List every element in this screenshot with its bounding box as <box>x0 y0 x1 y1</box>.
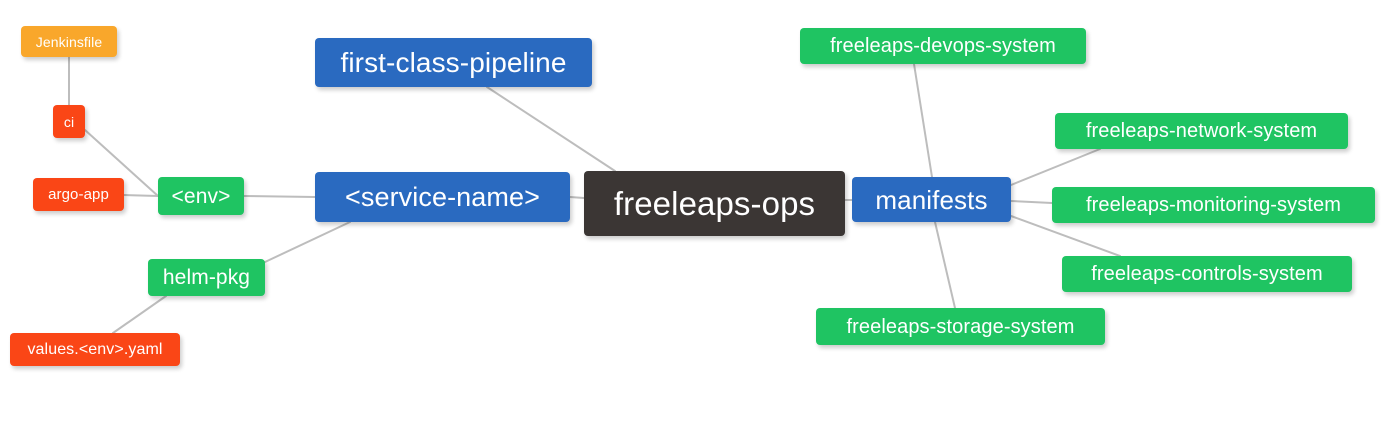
node-jenkinsfile[interactable]: Jenkinsfile <box>21 26 117 57</box>
node-service-name[interactable]: <service-name> <box>315 172 570 222</box>
node-label-jenkinsfile: Jenkinsfile <box>35 33 103 50</box>
node-label-first-class-pipeline: first-class-pipeline <box>340 46 567 78</box>
edge-helm-pkg-service-name <box>264 221 351 263</box>
edge-env-service-name <box>243 195 316 198</box>
node-argo-app[interactable]: argo-app <box>33 178 124 211</box>
node-env[interactable]: <env> <box>158 177 244 215</box>
node-label-freeleaps-ops: freeleaps-ops <box>613 185 816 222</box>
node-freeleaps-monitoring-system[interactable]: freeleaps-monitoring-system <box>1052 187 1375 223</box>
edge-service-name-ops <box>569 196 585 199</box>
node-label-freeleaps-controls-system: freeleaps-controls-system <box>1091 263 1323 285</box>
node-manifests[interactable]: manifests <box>852 177 1011 222</box>
node-label-env: <env> <box>171 184 231 208</box>
edge-argo-app-env <box>123 194 159 197</box>
node-label-freeleaps-storage-system: freeleaps-storage-system <box>846 315 1075 338</box>
node-label-argo-app: argo-app <box>48 186 109 203</box>
node-label-freeleaps-monitoring-system: freeleaps-monitoring-system <box>1085 194 1341 216</box>
node-label-service-name: <service-name> <box>345 181 540 212</box>
edge-first-class-pipeline-ops <box>486 86 616 172</box>
node-label-ci: ci <box>63 113 75 130</box>
node-freeleaps-devops-system[interactable]: freeleaps-devops-system <box>800 28 1086 64</box>
node-label-freeleaps-network-system: freeleaps-network-system <box>1085 120 1318 142</box>
node-freeleaps-ops[interactable]: freeleaps-ops <box>584 171 845 236</box>
edge-manifests-monitoring <box>1010 200 1053 204</box>
edge-manifests-network <box>1010 148 1101 186</box>
node-label-freeleaps-devops-system: freeleaps-devops-system <box>830 35 1056 57</box>
edge-values-helm-pkg <box>112 295 167 334</box>
node-first-class-pipeline[interactable]: first-class-pipeline <box>315 38 592 87</box>
edge-manifests-storage <box>934 221 956 309</box>
node-freeleaps-controls-system[interactable]: freeleaps-controls-system <box>1062 256 1352 292</box>
edge-manifests-devops <box>913 63 933 178</box>
node-label-helm-pkg: helm-pkg <box>162 266 251 289</box>
node-values-yaml[interactable]: values.<env>.yaml <box>10 333 180 366</box>
node-freeleaps-storage-system[interactable]: freeleaps-storage-system <box>816 308 1105 345</box>
node-helm-pkg[interactable]: helm-pkg <box>148 259 265 296</box>
node-label-manifests: manifests <box>875 184 988 215</box>
node-ci[interactable]: ci <box>53 105 85 138</box>
node-freeleaps-network-system[interactable]: freeleaps-network-system <box>1055 113 1348 149</box>
node-label-values-yaml: values.<env>.yaml <box>27 340 163 358</box>
